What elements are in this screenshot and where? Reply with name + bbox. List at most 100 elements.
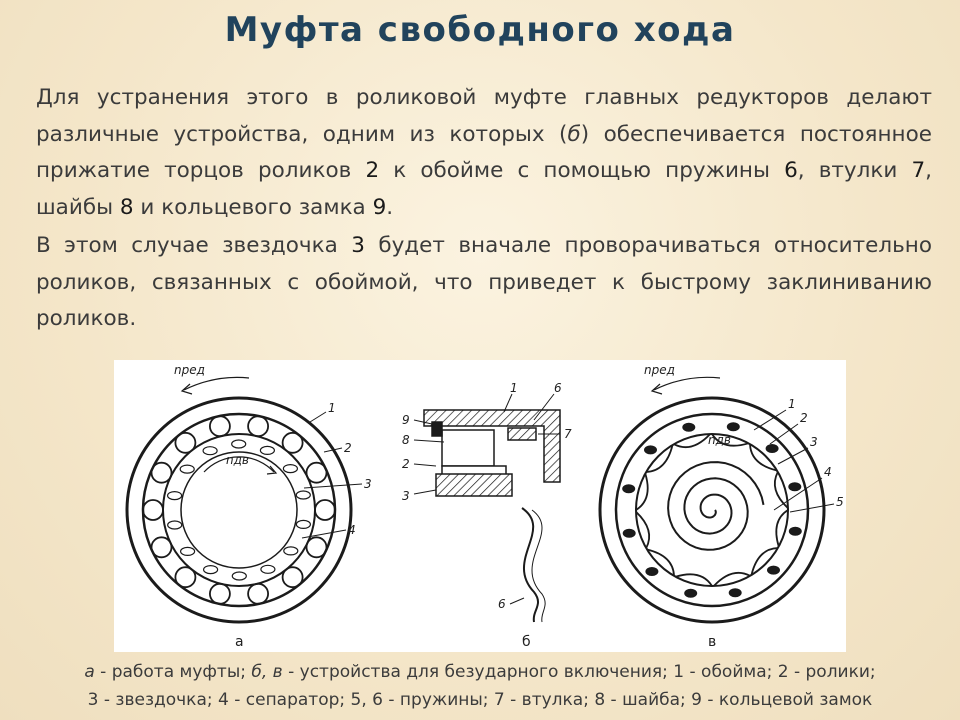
roller-icon [765,444,779,453]
p1-num-8: 8 [119,194,134,220]
star-tooth-icon [283,546,299,556]
label-a-4: 4 [348,523,356,537]
roller-icon [150,461,173,484]
label-v-n-dv: nдв [708,433,731,447]
label-b-1: 1 [510,381,518,395]
p1-text-1: Для устранения этого в роликовой муфте г… [36,85,932,147]
p2-text-1: В этом случае звездочка [36,233,352,258]
roller-icon [247,582,270,605]
caption-t2: - устройства для безударного включения; … [282,662,876,682]
tooth-icon [713,571,751,587]
roller-icon [209,582,231,605]
slide-title: Муфта свободного хода [224,10,736,50]
roller-icon [622,484,636,494]
label-a-n-dv: nдв [226,453,249,467]
roller-icon [174,431,197,454]
tooth-icon [775,509,789,547]
caption-t1: - работа муфты; [94,662,252,682]
roller-icon [150,536,173,559]
p1-num-6: 6 [784,158,798,183]
caption-line-1: а - работа муфты; б, в - устройства для … [0,662,960,682]
label-a-n-red: nред [174,363,205,377]
caption-a: а [84,662,95,682]
p1-num-9: 9 [372,194,387,220]
tooth-icon [635,473,649,511]
roller-icon [788,526,802,536]
star-tooth-icon [282,463,298,474]
p1-text-5: , шайбы [36,158,932,220]
p1-italic-b: б [567,121,581,147]
paragraph-2: В этом случае звездочка 3 будет вначале … [36,228,932,338]
star-tooth-icon [179,546,196,556]
label-v-5: 5 [836,495,844,509]
label-v-2: 2 [800,411,808,425]
label-a-2: 2 [344,441,352,455]
caption-bv: б, в [251,662,283,682]
tooth-icon [773,471,789,509]
star-tooth-icon [202,446,218,456]
label-b-8: 8 [402,433,410,447]
roller-icon [682,422,696,432]
tooth-icon [749,444,778,472]
star-tooth-icon [231,439,247,449]
label-a-3: 3 [364,477,372,491]
roller-icon [645,567,659,576]
p1-text-4: , втулки [797,158,912,183]
p1-text-7: . [386,194,394,220]
star-tooth-icon [166,491,183,501]
label-b-6-lower: 6 [498,597,506,611]
p2-num-3: 3 [351,233,365,258]
label-a-1: 1 [328,401,336,415]
label-b-3: 3 [402,489,410,503]
roller-icon [644,445,657,455]
roller-icon [281,566,304,589]
clutch-figure: nред nдв 1 2 3 4 а [114,360,846,652]
tooth-icon [646,444,674,473]
roller-icon [305,536,328,559]
tooth-icon [711,433,749,447]
label-v-4: 4 [824,465,832,479]
label-v-n-red: nред [644,363,675,377]
label-b-7: 7 [564,427,572,441]
roller-icon [728,588,742,598]
roller-icon [247,415,270,438]
label-b-6: 6 [554,381,562,395]
star-tooth-icon [259,445,275,456]
roller-icon [314,499,336,521]
tooth-icon [646,548,675,576]
star-tooth-icon [167,520,183,530]
star-tooth-icon [179,464,195,474]
paragraph-1: Для устранения этого в роликовой муфте г… [36,80,932,226]
roller-icon [305,461,328,484]
p2-text-2: будет вначале проворачиваться относитель… [36,233,932,331]
tooth-icon [675,573,713,587]
roller-icon [209,415,231,438]
diagram-v [598,376,835,624]
roller-icon [622,528,636,538]
tooth-icon [750,547,778,576]
roller-icon [281,431,304,454]
star-tooth-icon [202,565,219,575]
caption-line-2: 3 - звездочка; 4 - сепаратор; 5, 6 - пру… [87,690,873,710]
label-b-9: 9 [402,413,410,427]
roller-icon [767,565,780,575]
sub-label-a: а [235,634,244,650]
roller-icon [684,588,698,598]
p1-text-6: и кольцевого замка [133,194,373,220]
tooth-icon [673,433,711,449]
roller-icon [788,482,802,492]
star-tooth-icon [295,490,311,500]
clutch-drawing: nред nдв 1 2 3 4 а [125,363,844,650]
p1-num-7: 7 [911,158,926,183]
p1-text-2: ) обеспечивается постоянное прижатие тор… [36,121,932,184]
roller-icon [142,499,164,521]
star-tooth-icon [260,564,276,574]
diagram-a [125,376,363,624]
label-v-1: 1 [788,397,796,411]
label-b-2: 2 [402,457,410,471]
p1-num-2: 2 [365,158,380,183]
sub-label-b: б [522,634,531,650]
diagram-b [413,393,561,623]
roller-icon [726,422,740,432]
tooth-icon [635,511,651,549]
